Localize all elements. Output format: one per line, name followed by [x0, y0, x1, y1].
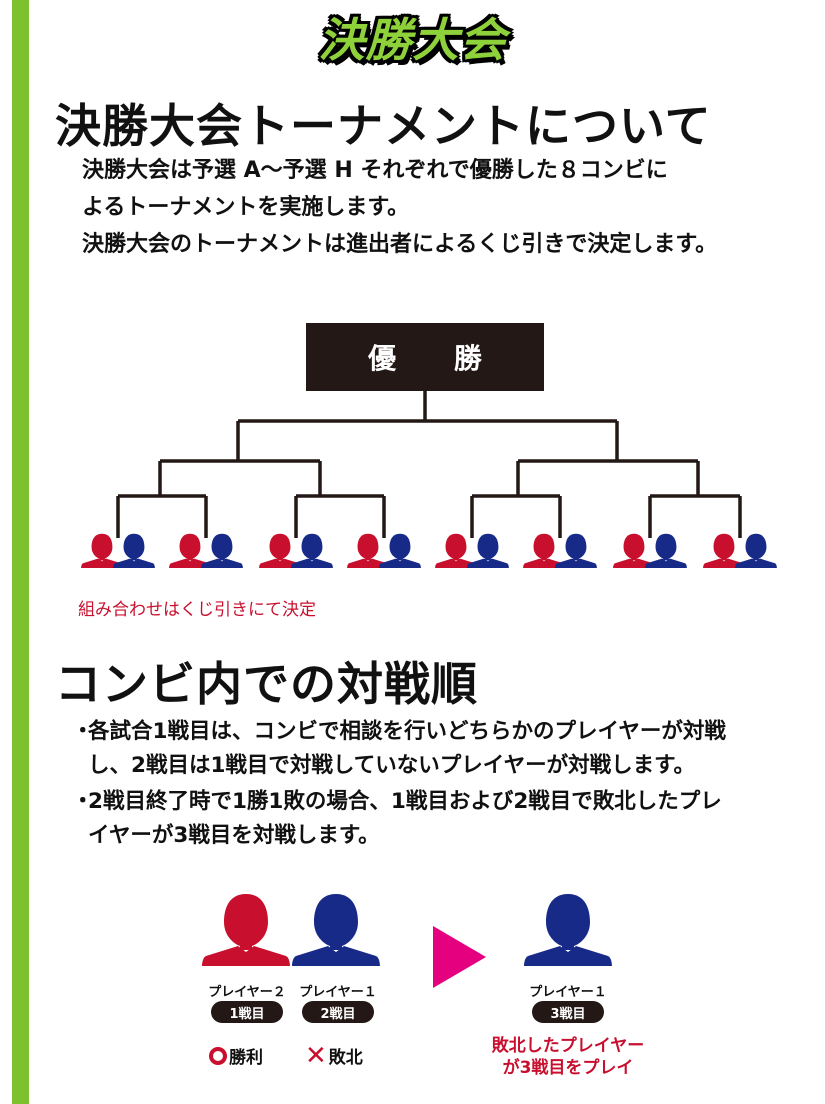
player-icon-blue — [735, 533, 777, 568]
bracket-line-quarters — [116, 494, 742, 538]
diagram-player-icons — [202, 894, 612, 966]
player-1-label: プレイヤー１ — [299, 985, 377, 1000]
player-icon-blue — [379, 533, 421, 568]
bracket-line-semis — [158, 459, 700, 496]
bullet-mark: ・ — [72, 719, 94, 744]
bracket-line-final — [236, 391, 619, 461]
bullet-mark: ・ — [72, 789, 94, 814]
section-heading-order: コンビ内での対戦順 — [55, 657, 478, 711]
match-1-badge: 1戦目 — [211, 1001, 283, 1023]
player-icon-blue — [291, 533, 333, 568]
player-icon-red — [613, 533, 655, 568]
result-caption: 敗北したプレイヤー が3戦目をプレイ — [468, 1035, 668, 1079]
player-1-label-result: プレイヤー１ — [529, 985, 607, 1000]
player-1-icon — [292, 894, 380, 966]
description-line: よるトーナメントを実施します。 — [82, 195, 410, 220]
cross-icon: ✕ — [305, 1040, 327, 1071]
player-icon-red — [347, 533, 389, 568]
rule-line: し、2戦目は1戦目で対戦していないプレイヤーが対戦します。 — [88, 753, 695, 778]
rule-line: 各試合1戦目は、コンビで相談を行いどちらかのプレイヤーが対戦 — [88, 719, 726, 744]
player-icon-red — [259, 533, 301, 568]
player-1-result-icon — [524, 894, 612, 966]
lose-label: 敗北 — [328, 1048, 363, 1068]
tournament-description: 決勝大会は予選 A〜予選 H それぞれで優勝した８コンビに よるトーナメントを実… — [82, 152, 802, 263]
player-icon-blue — [555, 533, 597, 568]
bracket-lines — [116, 391, 742, 538]
bracket-player-icons — [81, 533, 777, 568]
section-heading-tournament: 決勝大会トーナメントについて — [55, 99, 712, 153]
win-result: 勝利 — [209, 1043, 263, 1068]
result-caption-line: が3戦目をプレイ — [502, 1058, 634, 1078]
win-label: 勝利 — [229, 1048, 263, 1068]
circle-icon — [209, 1046, 227, 1065]
rule-item: ・ 2戦目終了時で1勝1敗の場合、1戦目および2戦目で敗北したプレイヤーが3戦目… — [72, 785, 802, 853]
player-icon-red — [81, 533, 123, 568]
rule-item: ・ 各試合1戦目は、コンビで相談を行いどちらかのプレイヤーが対戦し、2戦目は1戦… — [72, 715, 802, 783]
player-2-label: プレイヤー２ — [208, 985, 286, 1000]
rule-line: 2戦目終了時で1勝1敗の場合、1戦目および2戦目で敗北したプレ — [88, 789, 722, 814]
player-icon-red — [435, 533, 477, 568]
left-accent-bar — [12, 0, 29, 1104]
rule-line: イヤーが3戦目を対戦します。 — [88, 823, 380, 848]
player-icon-blue — [113, 533, 155, 568]
player-icon-blue — [645, 533, 687, 568]
player-icon-blue — [201, 533, 243, 568]
description-line: 決勝大会のトーナメントは進出者によるくじ引きで決定します。 — [82, 232, 718, 257]
champion-box: 優 勝 — [306, 323, 544, 391]
player-icon-red — [703, 533, 745, 568]
result-caption-line: 敗北したプレイヤー — [491, 1036, 645, 1056]
player-2-icon — [202, 894, 290, 966]
lose-result: ✕ 敗北 — [305, 1040, 363, 1071]
match-2-badge: 2戦目 — [302, 1001, 374, 1023]
match-3-badge: 3戦目 — [532, 1001, 604, 1023]
page-title: 決勝大会 — [318, 13, 507, 67]
player-icon-red — [169, 533, 211, 568]
player-icon-blue — [467, 533, 509, 568]
rules-list: ・ 各試合1戦目は、コンビで相談を行いどちらかのプレイヤーが対戦し、2戦目は1戦… — [72, 715, 802, 855]
bracket-note: 組み合わせはくじ引きにて決定 — [78, 600, 316, 620]
arrow-icon — [433, 926, 486, 988]
player-icon-red — [523, 533, 565, 568]
description-line: 決勝大会は予選 A〜予選 H それぞれで優勝した８コンビに — [82, 158, 668, 183]
